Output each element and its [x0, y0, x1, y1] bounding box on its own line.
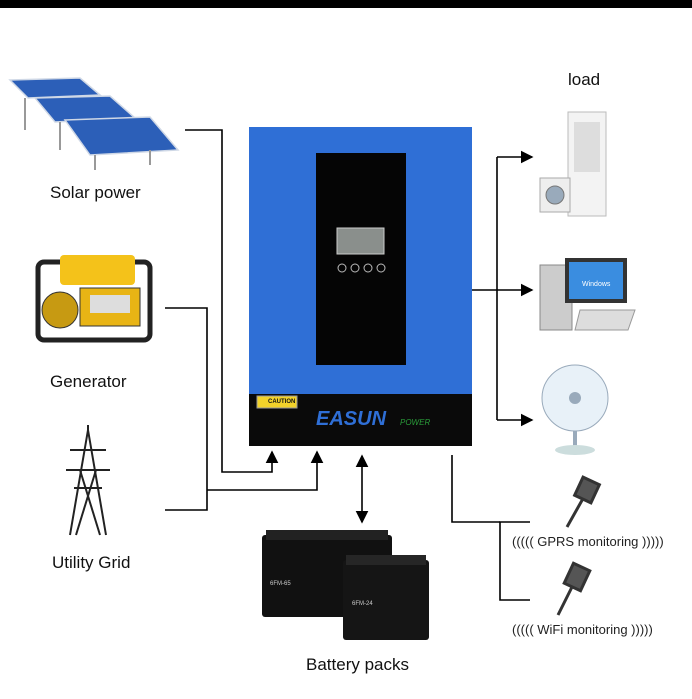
solar-line: [185, 129, 279, 473]
generator-grid-line: [165, 307, 208, 511]
connection-lines: [165, 129, 534, 601]
solar-label: Solar power: [50, 183, 141, 202]
battery-label: Battery packs: [306, 655, 409, 674]
generator-label: Generator: [50, 372, 127, 391]
gprs-monitoring-label: ((((( GPRS monitoring ))))): [512, 534, 664, 549]
dongle-icons: [556, 475, 602, 616]
load-label: load: [568, 70, 601, 89]
screen-text: Windows: [582, 281, 611, 288]
ac-input-line: [207, 450, 324, 491]
generator-icon: [35, 255, 153, 343]
air-conditioner-icon: [539, 111, 607, 217]
battery-model-b: 6FM-24: [352, 601, 373, 607]
battery-icon: [262, 530, 429, 640]
monitoring-line: [451, 455, 500, 523]
brand-logo: EASUN: [316, 408, 387, 430]
monitoring-branch: [499, 521, 530, 601]
brand-sub: POWER: [400, 418, 431, 427]
caution-label: CAUTION: [268, 399, 296, 405]
top-bar: [0, 0, 692, 8]
fan-icon: [541, 364, 609, 455]
solar-panel-icon: [8, 77, 180, 170]
wifi-monitoring-label: ((((( WiFi monitoring ))))): [512, 622, 653, 637]
battery-model-a: 6FM-65: [270, 581, 291, 587]
computer-icon: [539, 258, 636, 331]
grid-label: Utility Grid: [52, 553, 131, 572]
inverter-icon: [249, 127, 472, 446]
pylon-icon: [66, 425, 110, 536]
